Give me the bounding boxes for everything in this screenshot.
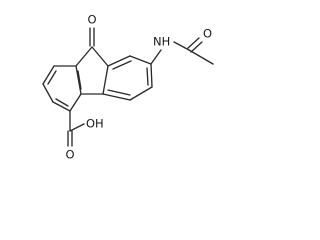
ketone-oxygen-label: O — [87, 13, 96, 27]
ketone-group: O — [87, 13, 97, 47]
bond-r5 — [102, 93, 131, 101]
hydroxyl-label: OH — [86, 117, 104, 131]
bond-c9-c9a — [75, 46, 93, 67]
bond-carbonyl-o-a — [187, 37, 200, 49]
bond-c8a-c4b — [102, 65, 109, 95]
amide-nitrogen-label: NH — [153, 35, 170, 49]
carboxyl-oxygen-label: O — [65, 148, 74, 162]
bond-l-double-3 — [77, 70, 82, 90]
left-benzene-ring — [42, 65, 82, 112]
bond-l5 — [69, 93, 82, 112]
bond-r2 — [129, 55, 152, 65]
bond-l-double-2 — [55, 98, 69, 107]
right-benzene-ring — [102, 55, 153, 101]
bond-carboxyl-oh — [69, 123, 85, 132]
bond-c2-n — [150, 49, 162, 65]
bond-r-double-2 — [146, 67, 149, 86]
chemical-structure-diagram: O NH O OH — [42, 13, 214, 162]
bond-l3 — [42, 83, 54, 103]
bond-carbonyl-methyl — [188, 49, 214, 65]
bond-r4 — [129, 86, 153, 101]
bond-l-double-1 — [47, 70, 57, 85]
bond-r-double-3 — [107, 89, 131, 96]
bond-c9a-c4a — [75, 65, 82, 95]
acetamido-group: NH O — [150, 27, 214, 65]
bond-carbonyl-o-b — [190, 41, 203, 53]
carboxylic-acid-group: OH O — [65, 110, 104, 162]
bond-c9-c8a — [91, 46, 109, 67]
bond-n-carbonyl — [173, 41, 190, 51]
bond-r3 — [150, 63, 153, 88]
acetyl-oxygen-label: O — [203, 27, 212, 41]
bond-l2 — [42, 65, 55, 85]
bond-l4 — [52, 101, 71, 112]
five-membered-ring — [75, 46, 109, 95]
bond-r-double-1 — [112, 60, 132, 70]
bond-r1 — [107, 55, 131, 67]
